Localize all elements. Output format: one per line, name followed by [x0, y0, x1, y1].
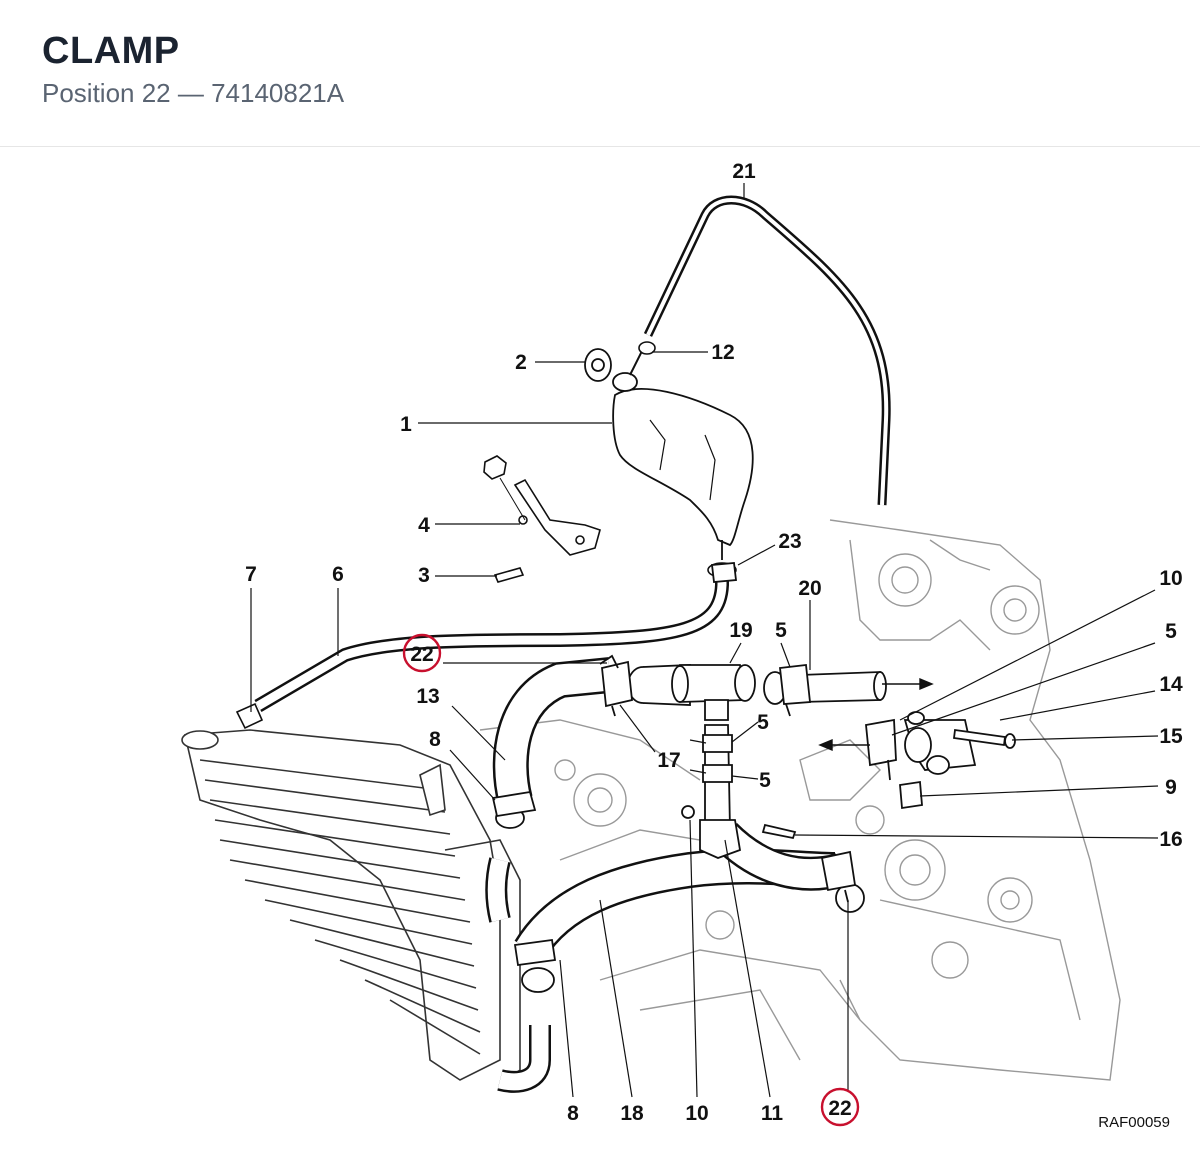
callout-22-bottom[interactable]: 22: [828, 1097, 851, 1120]
page-header: CLAMP Position 22 — 74140821A: [0, 0, 1200, 147]
callout-13: 13: [416, 685, 439, 708]
callout-22-top[interactable]: 22: [410, 643, 433, 666]
callout-7: 7: [245, 563, 257, 586]
leader-lines: [250, 183, 1159, 1098]
highlight-ring-22-bottom: [820, 1087, 860, 1127]
highlight-ring-22-top: [402, 633, 442, 673]
flow-arrows: [818, 677, 934, 752]
callout-16: 16: [1159, 828, 1182, 851]
callout-8-mid: 8: [429, 728, 441, 751]
fittings-illustration: [495, 664, 1016, 993]
callout-10-bottom: 10: [685, 1102, 708, 1125]
callout-1: 1: [400, 413, 412, 436]
bracket-illustration: [483, 455, 601, 583]
callout-4: 4: [418, 514, 430, 537]
callout-19: 19: [729, 619, 752, 642]
callout-23: 23: [778, 530, 801, 553]
coolant-hoses-illustration: [485, 657, 845, 1093]
callout-5-lower-union: 5: [759, 769, 771, 792]
callout-11: 11: [761, 1102, 784, 1125]
page-title: CLAMP: [42, 30, 180, 72]
callout-20: 20: [798, 577, 821, 600]
callout-17: 17: [657, 749, 680, 772]
callout-5-top: 5: [775, 619, 787, 642]
callout-6: 6: [332, 563, 344, 586]
callout-8-bottom: 8: [567, 1102, 579, 1125]
breather-hose-illustration: [629, 195, 891, 506]
callout-2: 2: [515, 351, 527, 374]
engine-block-illustration: [479, 519, 1121, 1081]
callout-9: 9: [1165, 776, 1177, 799]
callout-18: 18: [620, 1102, 644, 1125]
hose-clamps-illustration: [491, 562, 897, 967]
callout-5-right: 5: [1165, 620, 1177, 643]
callout-12: 12: [711, 341, 734, 364]
expansion-tank-illustration: [584, 348, 754, 560]
callout-21: 21: [732, 160, 756, 183]
callout-5-upper-union: 5: [757, 711, 769, 734]
callout-3: 3: [418, 564, 430, 587]
diagram-reference-code: RAF00059: [1098, 1114, 1170, 1131]
callout-15: 15: [1159, 725, 1183, 748]
radiator-illustration: [181, 729, 521, 1086]
callout-10-right: 10: [1159, 567, 1182, 590]
part-position-subtitle: Position 22 — 74140821A: [42, 78, 345, 108]
callout-labels: 21 2 12 1 4 3 23 7 6 22 13 8 19 5 20 10 …: [245, 160, 1183, 1131]
callout-14: 14: [1159, 673, 1183, 696]
